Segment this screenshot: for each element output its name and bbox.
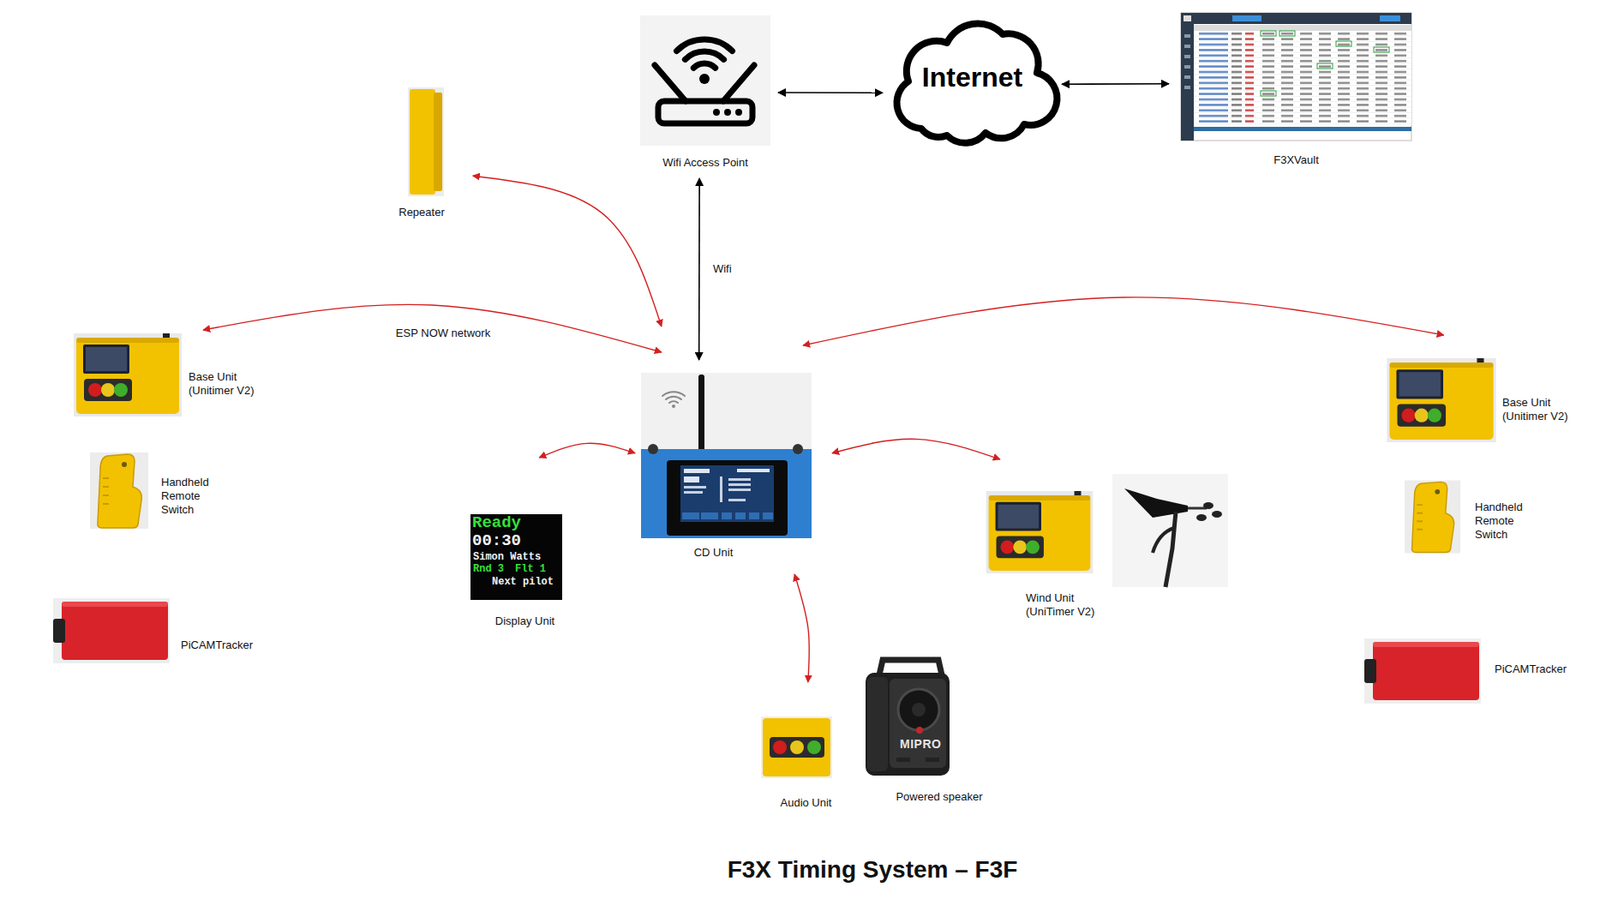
repeater-picture bbox=[407, 87, 444, 197]
camera-tracker: PiCAMTracker bbox=[53, 598, 253, 664]
base-unit-picture bbox=[73, 333, 182, 417]
screen-text: MIPRO bbox=[899, 737, 941, 751]
link-label: Wifi bbox=[711, 262, 734, 276]
esp-now-link bbox=[203, 304, 662, 353]
network-link bbox=[1061, 83, 1169, 85]
picture-area bbox=[641, 372, 812, 539]
network-link bbox=[778, 91, 883, 94]
picture-area bbox=[53, 598, 170, 664]
icon-ground bbox=[640, 15, 771, 146]
base-unit: Base Unit (Unitimer V2) bbox=[1386, 358, 1584, 443]
esp-now-link bbox=[832, 438, 1001, 460]
picture-area: MIPRO bbox=[862, 655, 952, 779]
base-unit: Base Unit (Unitimer V2) bbox=[73, 333, 270, 417]
screen-text: Rnd 3 bbox=[473, 563, 504, 576]
camera-tracker: PiCAMTracker bbox=[1364, 638, 1567, 704]
device-label: Wind Unit (UniTimer V2) bbox=[1025, 591, 1108, 619]
anemometer-picture bbox=[1112, 473, 1229, 588]
picture-area bbox=[73, 333, 182, 417]
device-label: Powered speaker bbox=[895, 790, 983, 804]
access-point: Wifi Access Point bbox=[640, 15, 771, 170]
device-label: Base Unit (Unitimer V2) bbox=[1502, 395, 1584, 424]
camera-picture bbox=[1364, 638, 1481, 704]
network-link bbox=[698, 178, 701, 360]
screen-text: Ready bbox=[472, 514, 522, 533]
picture-area bbox=[1364, 638, 1481, 704]
picture-area bbox=[89, 452, 149, 529]
remote-switch: Handheld Remote Switch bbox=[1404, 479, 1530, 555]
display-unit: Ready00:30Simon WattsRnd 3 Flt 1Next pilo… bbox=[470, 514, 563, 629]
router-strokes bbox=[654, 39, 755, 124]
screen-text: Simon Watts bbox=[473, 551, 541, 564]
esp-now-link bbox=[539, 443, 636, 458]
device-label: Handheld Remote Switch bbox=[161, 475, 216, 517]
network-label: ESP NOW network bbox=[395, 326, 491, 341]
audio-unit: Audio Unit bbox=[761, 716, 833, 810]
device-label: CD Unit bbox=[694, 545, 734, 560]
screen-text: Next pilot bbox=[491, 575, 554, 588]
screen-text: Internet bbox=[891, 60, 1054, 94]
picture-area bbox=[1404, 479, 1461, 555]
cd-unit: CD Unit bbox=[641, 372, 812, 560]
picture-area bbox=[1386, 358, 1497, 443]
audio-unit-picture bbox=[761, 716, 833, 779]
device-label: Repeater bbox=[398, 205, 444, 220]
router-icon bbox=[640, 15, 771, 146]
picture-area bbox=[1180, 12, 1412, 141]
remote-switch: Handheld Remote Switch bbox=[89, 452, 216, 529]
web-service: F3XVault bbox=[1180, 12, 1412, 168]
device-label: Base Unit (Unitimer V2) bbox=[188, 370, 270, 398]
esp-now-link bbox=[794, 574, 809, 683]
esp-now-link bbox=[473, 175, 662, 327]
internet-cloud: Internet bbox=[891, 17, 1054, 141]
picture-area: Internet bbox=[891, 17, 1054, 141]
base-unit-picture bbox=[1386, 358, 1496, 443]
cd-unit-picture bbox=[641, 372, 812, 539]
screen-text: 00:30 bbox=[472, 532, 522, 551]
wind-unit-picture bbox=[986, 491, 1094, 574]
camera-picture bbox=[53, 598, 170, 664]
esp-now-link bbox=[802, 297, 1445, 346]
device-label: PiCAMTracker bbox=[1494, 662, 1567, 677]
picture-area bbox=[407, 87, 444, 197]
screen-text: Flt 1 bbox=[515, 563, 546, 576]
device-label: PiCAMTracker bbox=[180, 638, 253, 653]
picture-area bbox=[640, 15, 771, 146]
powered-speaker: MIPROPowered speaker bbox=[862, 655, 952, 804]
diagram-title: F3X Timing System – F3F bbox=[727, 855, 1019, 885]
speaker-picture bbox=[865, 659, 950, 776]
repeater-device: Repeater bbox=[402, 87, 449, 220]
wind-unit: Wind Unit (UniTimer V2) bbox=[984, 491, 1108, 619]
picture-area bbox=[984, 491, 1095, 574]
device-label: Handheld Remote Switch bbox=[1474, 500, 1530, 542]
device-label: Wifi Access Point bbox=[662, 155, 749, 170]
device-label: F3XVault bbox=[1273, 153, 1319, 168]
handheld-picture bbox=[1404, 479, 1461, 553]
handheld-picture bbox=[89, 452, 149, 529]
device-label: Display Unit bbox=[495, 614, 555, 629]
display-screen bbox=[470, 514, 563, 600]
vault-screenshot bbox=[1180, 12, 1412, 141]
picture-area: Ready00:30Simon WattsRnd 3 Flt 1Next pilo… bbox=[470, 514, 563, 600]
picture-area bbox=[761, 716, 833, 779]
device-label: Audio Unit bbox=[780, 796, 833, 810]
